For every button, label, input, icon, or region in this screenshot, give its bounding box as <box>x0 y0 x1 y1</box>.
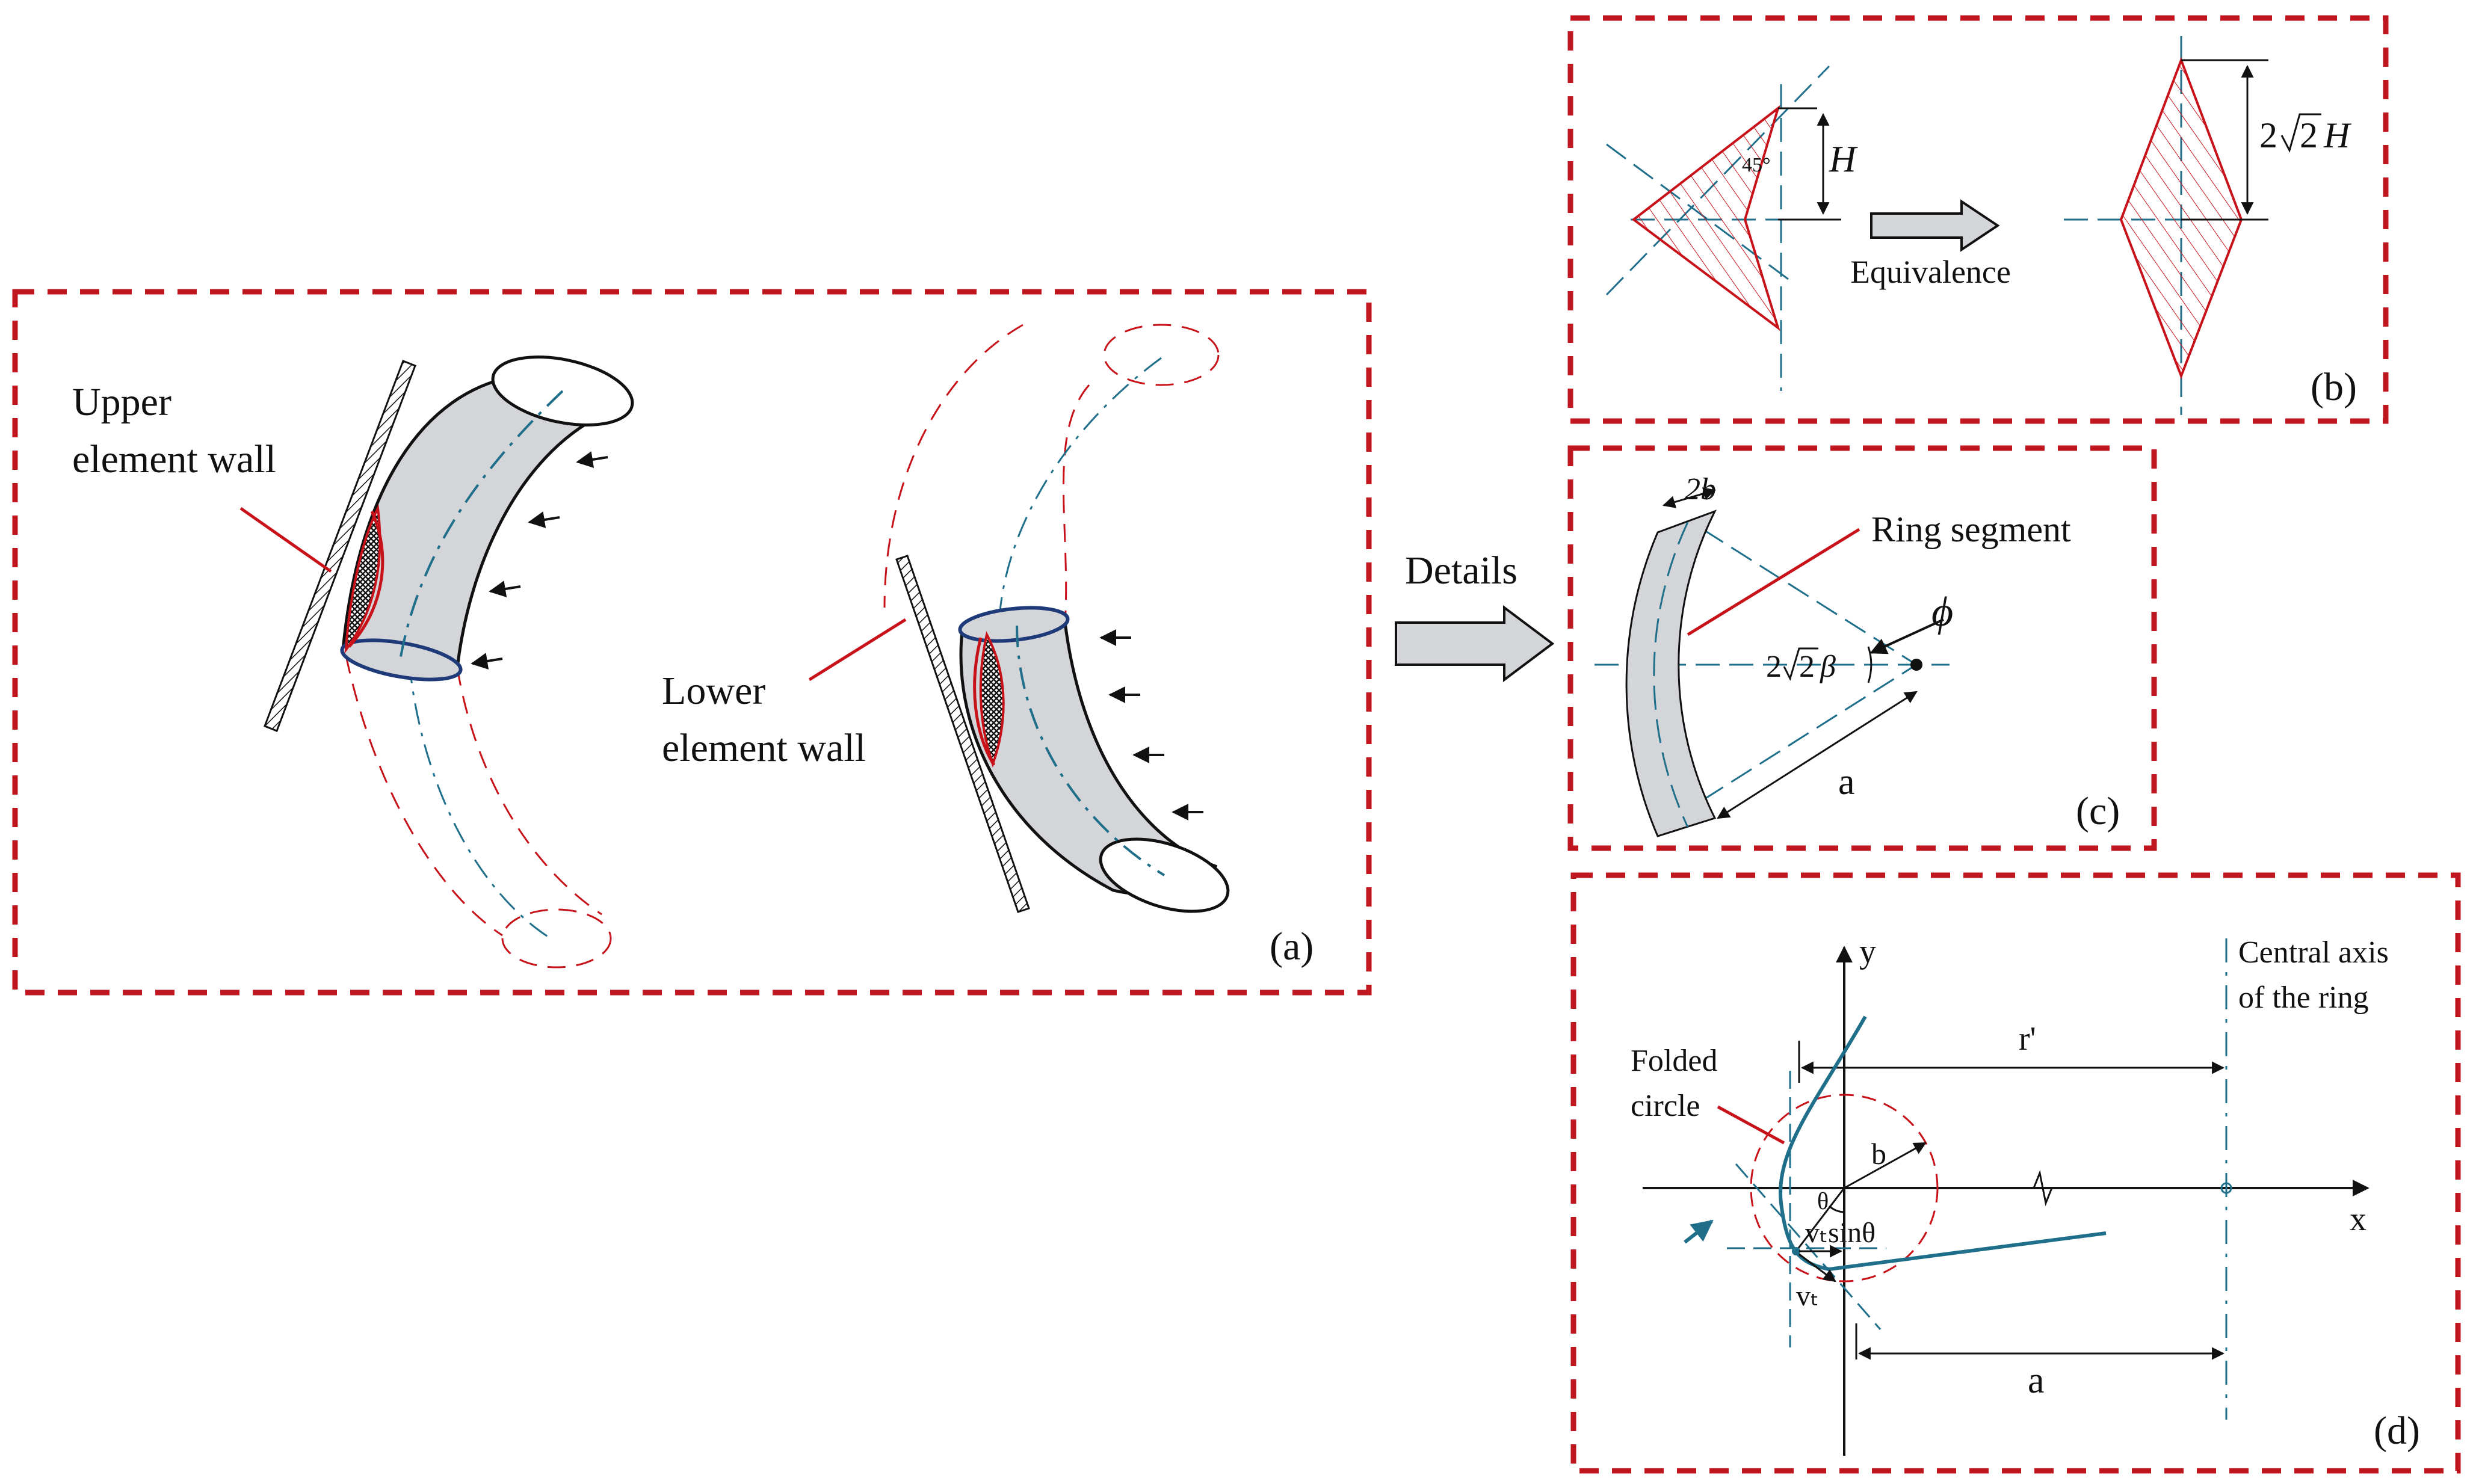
panel-a-tag: (a) <box>1270 925 1314 968</box>
panel-c-tag: (c) <box>2076 789 2120 833</box>
radius-a-label: a <box>1838 762 1855 802</box>
contact-point <box>1792 1247 1800 1255</box>
upper-element-wall <box>264 360 416 732</box>
load-arrow <box>576 451 608 468</box>
svg-text:H: H <box>2323 115 2352 155</box>
upper-wall-leader <box>239 506 332 573</box>
folded-circle <box>1750 1094 1939 1282</box>
ring-segment <box>1625 510 1717 837</box>
panel-c: 2b Ring segment ϕ 2 2 β a (c) <box>1567 445 2157 851</box>
panel-b-frame <box>1567 15 2389 424</box>
radius-a-dimension <box>1717 691 1918 819</box>
panel-d-frame <box>1570 872 2461 1474</box>
panel-b: 45° H Equivalence 2 2 H (b) <box>1567 15 2389 424</box>
folded-leader <box>1717 1105 1785 1145</box>
r-prime-label: r' <box>2019 1020 2036 1058</box>
b-radius-line <box>1844 1142 1927 1189</box>
panel-c-frame <box>1567 445 2157 851</box>
panel-a-frame <box>12 289 1372 996</box>
upper-wall-label-line2: element wall <box>72 437 276 481</box>
velocity-input-arrow <box>1684 1219 1714 1244</box>
ring-midline <box>1653 522 1689 828</box>
v-sin-theta-label: vₜsinθ <box>1805 1217 1876 1249</box>
load-arrow <box>471 653 503 670</box>
folded-label-line1: Folded <box>1631 1044 1717 1078</box>
upper-fold-region <box>344 504 381 654</box>
theta-label: θ <box>1817 1187 1829 1215</box>
axis-break <box>2033 1169 2053 1207</box>
equivalence-arrow <box>1870 199 2000 252</box>
lower-tube-axis <box>1016 625 1165 876</box>
lower-tube-ghost-axis <box>998 357 1162 626</box>
load-arrow <box>489 580 521 597</box>
upper-tube-ghost <box>345 655 612 968</box>
2b-label: 2b <box>1685 472 1716 506</box>
panel-a: Upper element wall Lower element wall <box>12 289 1372 996</box>
lower-wall-label-line2: element wall <box>662 726 866 770</box>
beta-angle-label: 2 2 β <box>1766 647 1836 684</box>
ring-segment-leader <box>1687 528 1860 636</box>
details-arrow <box>1395 605 1555 682</box>
v-arrow <box>1798 1253 1836 1282</box>
lower-element-wall <box>895 555 1030 913</box>
2b-dimension <box>1662 487 1717 508</box>
h-label: H <box>1829 139 1858 180</box>
panel-d-tag: (d) <box>2374 1409 2420 1453</box>
central-axis-label-line1: Central axis <box>2238 935 2389 970</box>
b-label: b <box>1871 1137 1886 1171</box>
ring-segment-label: Ring segment <box>1871 510 2071 549</box>
details-transition: Details <box>1395 549 1555 682</box>
details-label: Details <box>1405 549 1517 593</box>
upper-tube-axis <box>399 390 564 660</box>
equivalent-diamond <box>2119 57 2243 380</box>
phi-arrow <box>1869 618 1944 654</box>
y-axis-label: y <box>1859 933 1876 970</box>
folded-section <box>1631 105 1780 331</box>
folded-label-line2: circle <box>1631 1089 1700 1123</box>
panel-d: y x Central axis of the ring r' b θ vₜsi… <box>1570 872 2461 1474</box>
height-label: 2 2 H <box>2259 113 2352 155</box>
upper-load-arrows <box>471 451 608 670</box>
upper-wall-label-line1: Upper <box>72 380 171 424</box>
load-arrow <box>528 511 560 528</box>
svg-text:2: 2 <box>2259 115 2277 155</box>
phi-label: ϕ <box>1931 589 1953 635</box>
panel-b-tag: (b) <box>2311 365 2357 409</box>
svg-text:β: β <box>1820 650 1836 684</box>
lower-load-arrows <box>1099 629 1203 821</box>
lower-wall-label-line1: Lower <box>662 669 765 713</box>
lower-tube-ghost <box>883 324 1220 623</box>
x-axis-label: x <box>2350 1201 2366 1238</box>
ring-center-point <box>1910 659 1922 671</box>
svg-text:2: 2 <box>1766 650 1782 684</box>
svg-text:2: 2 <box>1799 650 1815 684</box>
upper-tube-ghost-axis <box>408 661 551 940</box>
central-axis-label-line2: of the ring <box>2238 981 2369 1015</box>
a-label: a <box>2028 1360 2045 1401</box>
wall-profile-curve <box>1779 1015 2107 1272</box>
v-label: vₜ <box>1796 1280 1819 1312</box>
angle-45-label: 45° <box>1742 154 1771 176</box>
lower-wall-leader <box>808 618 907 682</box>
equivalence-label: Equivalence <box>1850 254 2011 290</box>
svg-text:2: 2 <box>2300 115 2318 155</box>
